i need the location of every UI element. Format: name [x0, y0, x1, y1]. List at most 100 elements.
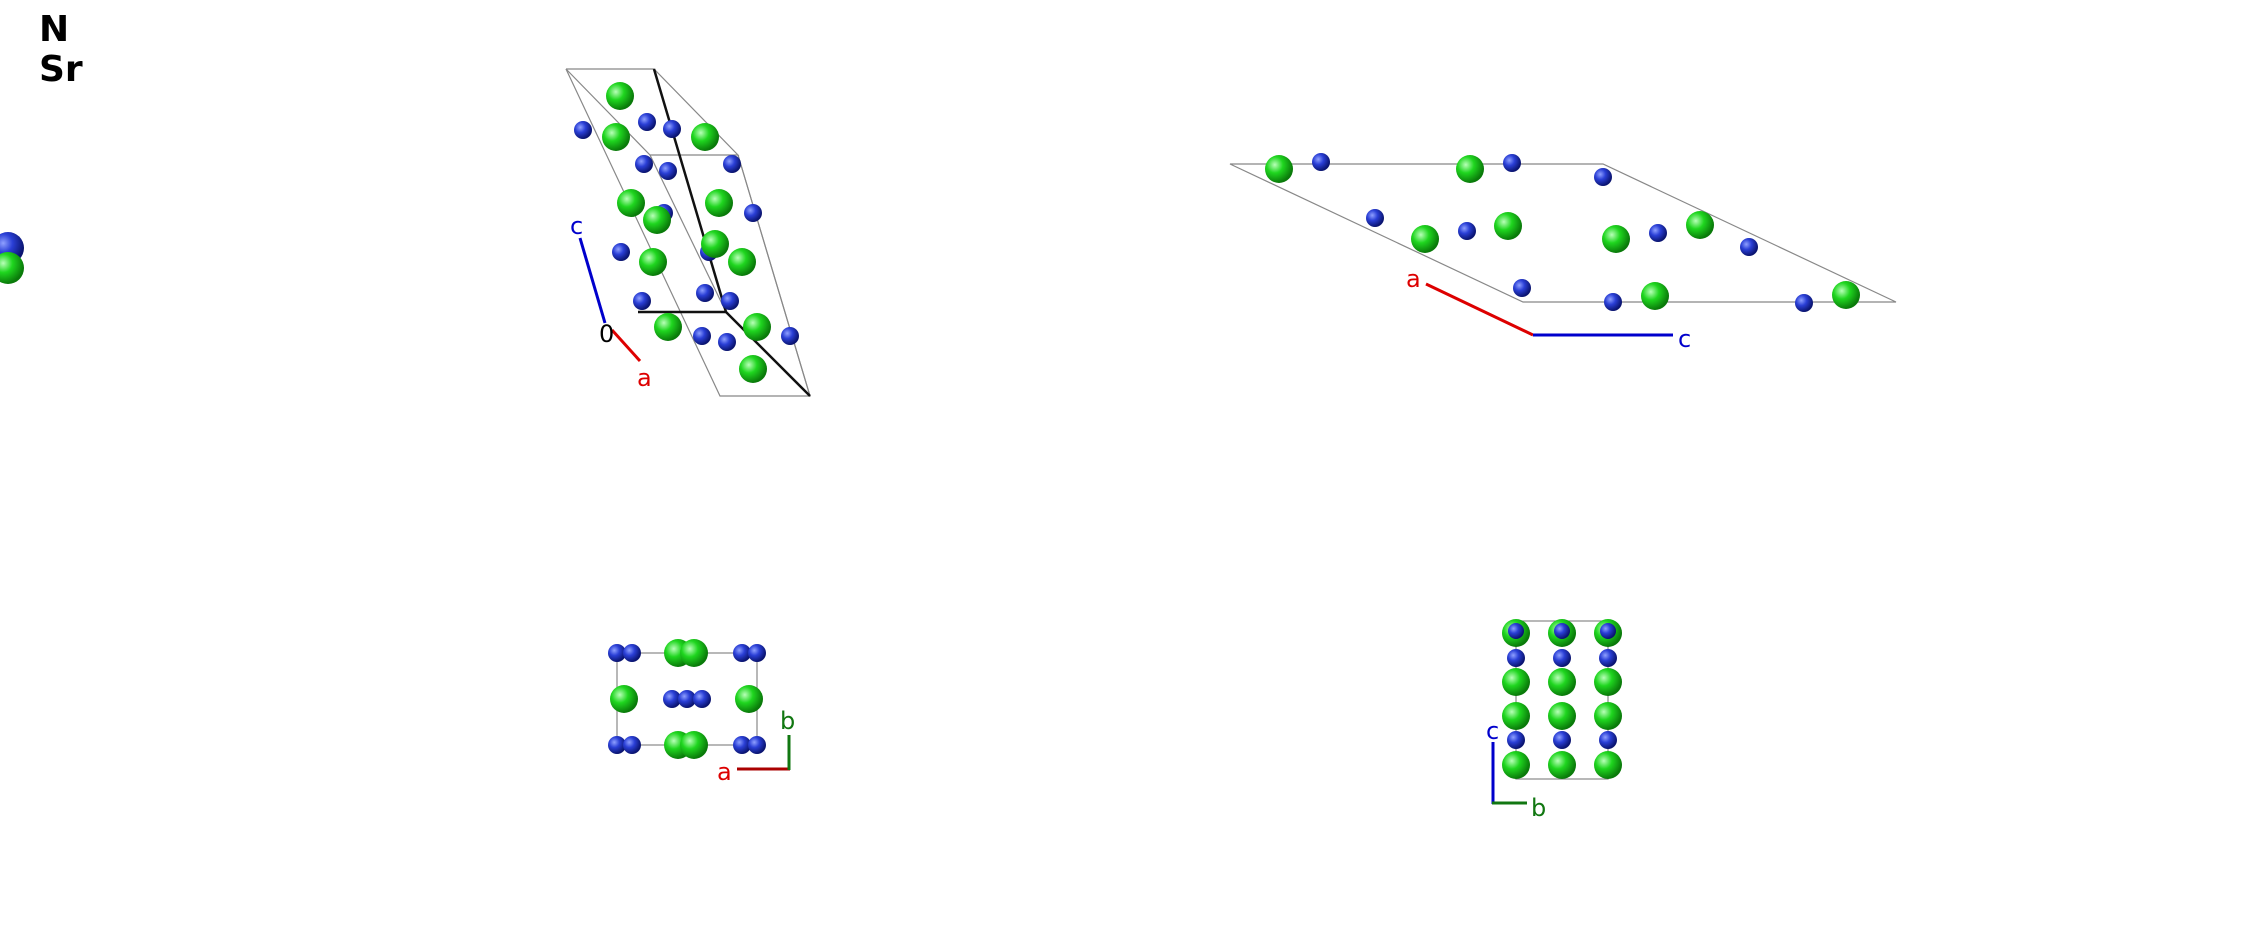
atom-sr	[1494, 212, 1522, 240]
axis-c-line	[578, 237, 607, 324]
legend-swatches	[0, 232, 24, 284]
atom-n	[1312, 153, 1330, 171]
atom-n	[1553, 731, 1571, 749]
cell-edge	[652, 68, 728, 313]
atom-sr	[1411, 225, 1439, 253]
atom-n	[748, 644, 766, 662]
atom-sr	[1548, 702, 1576, 730]
atom-sr	[1548, 751, 1576, 779]
atom-sr	[643, 206, 671, 234]
atom-n	[1513, 279, 1531, 297]
atom-sr	[1832, 281, 1860, 309]
atom-n	[748, 736, 766, 754]
atom-n	[635, 155, 653, 173]
atom-n	[1507, 649, 1525, 667]
atom-sr	[743, 313, 771, 341]
atom-n	[1458, 222, 1476, 240]
atoms-sr	[1265, 155, 1860, 310]
atom-n	[1503, 154, 1521, 172]
atom-sr	[735, 685, 763, 713]
atoms-sr	[602, 82, 771, 383]
atom-n	[696, 284, 714, 302]
cell-edge	[649, 154, 727, 313]
atom-sr	[728, 248, 756, 276]
atoms-sr	[1502, 619, 1622, 779]
cell-edge	[725, 311, 811, 397]
atom-n	[678, 690, 696, 708]
legend-swatch-sr	[0, 252, 24, 284]
atom-sr	[1456, 155, 1484, 183]
atom-n	[693, 327, 711, 345]
atom-sr	[610, 685, 638, 713]
atom-sr	[617, 189, 645, 217]
atom-sr	[739, 355, 767, 383]
atom-sr	[1594, 702, 1622, 730]
atom-n	[638, 113, 656, 131]
axis-b-label: b	[780, 707, 795, 735]
atom-sr	[705, 189, 733, 217]
atom-sr	[680, 731, 708, 759]
atom-n	[723, 155, 741, 173]
atom-n	[781, 327, 799, 345]
atom-sr	[1265, 155, 1293, 183]
atom-n	[1366, 209, 1384, 227]
atom-n	[733, 736, 751, 754]
atom-n	[1604, 293, 1622, 311]
atom-n	[574, 121, 592, 139]
axis-c-label: c	[1486, 717, 1499, 745]
view-projection-b: a c	[1229, 153, 1897, 353]
axis-origin-label: 0	[599, 320, 614, 348]
axis-c-label: c	[570, 212, 583, 240]
axis-indicator: c b	[1486, 717, 1546, 822]
legend-label-n: N	[39, 9, 70, 50]
axis-a-label: a	[717, 758, 732, 786]
atom-n	[693, 690, 711, 708]
atom-n	[1508, 623, 1524, 639]
atom-n	[744, 204, 762, 222]
atom-n	[1649, 224, 1667, 242]
atom-n	[608, 644, 626, 662]
atom-sr	[1548, 668, 1576, 696]
atom-n	[1553, 649, 1571, 667]
atom-n	[633, 292, 651, 310]
atom-n	[718, 333, 736, 351]
atom-n	[1795, 294, 1813, 312]
atom-n	[721, 292, 739, 310]
atom-sr	[639, 248, 667, 276]
axis-a-label: a	[1406, 265, 1421, 293]
atom-n	[623, 736, 641, 754]
axis-a-line	[610, 328, 642, 363]
atom-sr	[1686, 211, 1714, 239]
atom-sr	[691, 123, 719, 151]
view-projection-c: a b	[608, 639, 795, 786]
axis-a-label: a	[637, 364, 652, 392]
atom-sr	[1502, 668, 1530, 696]
view-perspective: c a 0	[565, 68, 811, 397]
unit-cell-edges-dark	[638, 68, 811, 397]
axis-a-line	[1425, 282, 1534, 337]
atoms-n	[608, 644, 766, 754]
legend-label-sr: Sr	[39, 49, 83, 90]
atom-sr	[680, 639, 708, 667]
atom-n	[1599, 649, 1617, 667]
atom-sr	[1602, 225, 1630, 253]
atom-n	[659, 162, 677, 180]
axis-indicator: a b	[717, 707, 795, 786]
atom-n	[1507, 731, 1525, 749]
atom-n	[1594, 168, 1612, 186]
atom-n	[608, 736, 626, 754]
axis-b-label: b	[1531, 794, 1546, 822]
view-projection-a: c b	[1486, 619, 1622, 822]
atoms-n	[1507, 623, 1617, 749]
unit-cell-outline	[1229, 163, 1897, 303]
atoms-n	[1312, 153, 1813, 312]
atom-sr	[1641, 282, 1669, 310]
atoms-sr	[610, 639, 763, 759]
atom-sr	[606, 82, 634, 110]
atoms-n	[574, 113, 799, 351]
atom-n	[612, 243, 630, 261]
atom-sr	[1502, 702, 1530, 730]
atom-sr	[602, 123, 630, 151]
atom-n	[663, 690, 681, 708]
